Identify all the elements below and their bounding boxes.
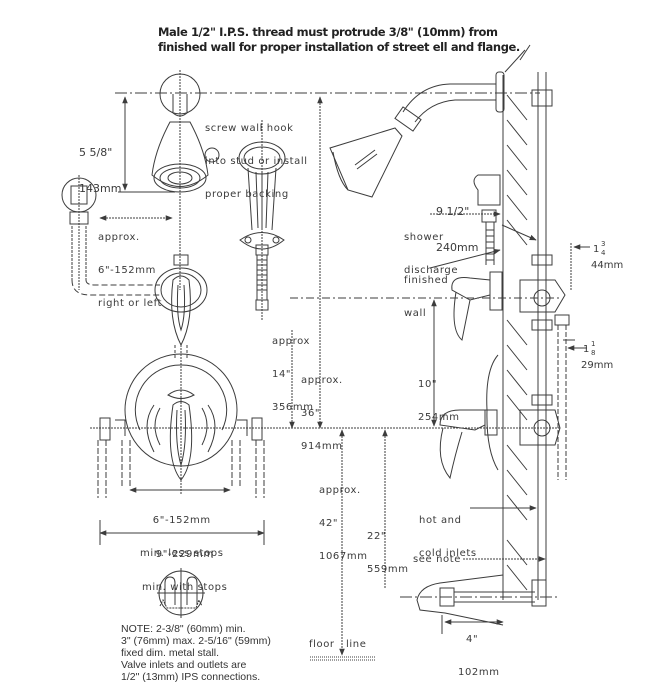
label-line: 356mm <box>272 402 314 413</box>
valve-trim-front <box>124 345 238 495</box>
finished-wall <box>502 44 531 600</box>
label-line: 14" <box>272 369 292 380</box>
label-line: finished <box>404 275 449 286</box>
label-line: 914mm <box>301 441 343 452</box>
label-imperial: 10" <box>418 379 438 390</box>
shower-arm-side <box>329 71 505 198</box>
label-line: right or left <box>98 298 163 309</box>
label-line: cold inlets <box>419 548 477 559</box>
label-diverter-height: approx 14" 356mm <box>272 314 314 424</box>
label-wall-hook: screw wall hook into stud or install pro… <box>205 101 308 211</box>
label-line: approx. <box>98 232 140 243</box>
label-metric: 44mm <box>591 260 624 271</box>
label-imperial: 5 5/8" <box>79 146 113 159</box>
inlet-stops-front <box>97 417 265 498</box>
fraction-numerator: 1 <box>591 340 596 348</box>
label-line: 1067mm <box>319 551 368 562</box>
label-line: 42" <box>319 518 339 529</box>
fraction-denominator: 8 <box>591 349 596 357</box>
label-inlets: hot and cold inlets <box>419 493 477 570</box>
label-line: approx <box>272 336 311 347</box>
footnote-line: 3" (76mm) max. 2-5/16" (59mm) <box>121 635 271 647</box>
label-line: discharge <box>404 265 459 276</box>
label-line: 6"-152mm <box>152 515 211 526</box>
showerhead-front <box>151 70 220 290</box>
label-spout-height: 22" 559mm <box>367 509 409 586</box>
label-arm-projection: 9 1/2" 240mm <box>436 182 478 266</box>
wall-hook-handshower <box>238 120 286 320</box>
footnote-line: fixed dim. metal stall. <box>121 647 220 659</box>
diverter-front <box>154 254 208 360</box>
footnote: NOTE: 2-3/8" (60mm) min. 3" (76mm) max. … <box>121 623 271 683</box>
label-line: hot and <box>419 515 462 526</box>
label-line: screw wall hook <box>205 123 294 134</box>
riser-pipe <box>519 72 570 600</box>
label-line: approx. <box>319 485 361 496</box>
label-line: into stud or install <box>205 156 308 167</box>
label-valve-spacing: 10" 254mm <box>418 357 460 434</box>
label-see-note: see note <box>413 554 462 565</box>
diverter-side <box>451 174 503 341</box>
label-line: approx. <box>301 375 343 386</box>
label-line: min. with stops <box>142 582 228 593</box>
label-line: min. less stops <box>140 548 224 559</box>
fraction-numerator: 3 <box>601 240 606 248</box>
label-line-word: line <box>346 639 367 650</box>
label-metric: 102mm <box>458 667 500 678</box>
label-line: proper backing <box>205 189 289 200</box>
label-shower-discharge: shower discharge <box>404 210 458 287</box>
label-imperial: 22" <box>367 531 387 542</box>
label-imperial: 4" <box>466 634 479 645</box>
label-line: 6"-152mm <box>98 265 156 276</box>
stall-section-icon <box>157 568 205 618</box>
label-imperial: 9 1/2" <box>436 205 470 218</box>
label-line: 9"-229mm <box>155 549 214 560</box>
fraction-whole: 1 <box>593 244 600 255</box>
label-line: 36" <box>301 408 321 419</box>
label-showerhead-height: 5 5/8" 143mm <box>79 123 121 207</box>
label-inlets-less-stops: 6"-152mm min. less stops <box>140 493 224 570</box>
label-line: shower <box>404 232 444 243</box>
label-metric: 254mm <box>418 412 460 423</box>
label-line: wall <box>404 308 427 319</box>
label-finished-wall: finished wall <box>404 253 448 330</box>
label-metric: 240mm <box>436 241 479 254</box>
tub-spout-side <box>400 574 560 626</box>
valve-handle-side <box>439 354 499 480</box>
label-valve-height: approx. 42" 1067mm <box>319 463 368 573</box>
label-metric: 143mm <box>79 182 122 195</box>
label-metric: 559mm <box>367 564 409 575</box>
installation-header-note: Male 1/2" I.P.S. thread must protrude 3/… <box>158 25 520 55</box>
header-line-1: Male 1/2" I.P.S. thread must protrude 3/… <box>158 25 498 39</box>
label-hand-shower-offset: approx. 6"-152mm right or left <box>98 210 162 320</box>
fraction-denominator: 4 <box>601 249 606 257</box>
footnote-line: 1/2" (13mm) IPS connections. <box>121 671 261 683</box>
label-metric: 29mm <box>581 360 614 371</box>
label-inlets-with-stops: 9"-229mm min. with stops <box>142 527 227 604</box>
label-arm-height: approx. 36" 914mm <box>301 353 343 463</box>
label-floor: floor <box>309 639 335 650</box>
label-spout-projection: 4" 102mm <box>458 612 500 689</box>
hand-shower-connector <box>61 175 160 296</box>
fraction-whole: 1 <box>583 344 590 355</box>
footnote-line: Valve inlets and outlets are <box>121 659 247 671</box>
footnote-line: NOTE: 2-3/8" (60mm) min. <box>121 623 246 635</box>
header-line-2: finished wall for proper installation of… <box>158 40 520 54</box>
